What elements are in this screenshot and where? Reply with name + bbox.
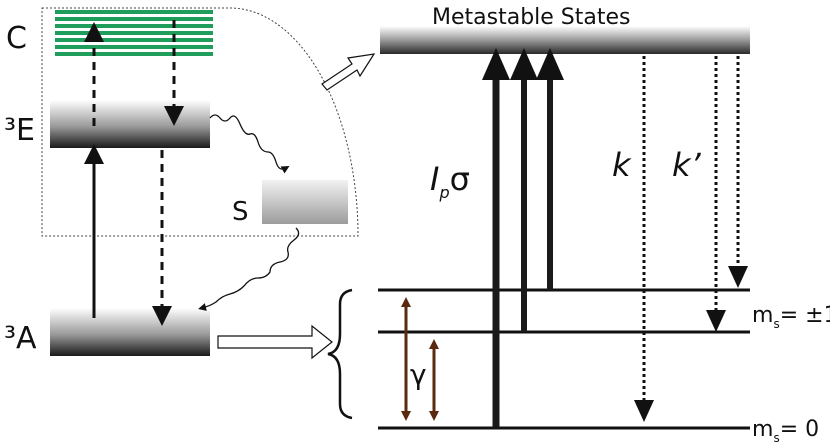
decay-arrow-k-prime-upper bbox=[728, 56, 748, 288]
label-ip-sigma: Ipσ bbox=[430, 160, 470, 202]
wavy-arrow-3e-to-s bbox=[209, 114, 290, 174]
level-c-band bbox=[55, 10, 213, 56]
metastable-states-bar bbox=[380, 26, 750, 54]
curly-brace bbox=[327, 288, 353, 420]
level-3e-bar bbox=[50, 100, 210, 148]
pump-arrow-ms0 bbox=[482, 48, 510, 428]
pump-arrow-ms-pm1-lower bbox=[510, 48, 538, 332]
label-ms-0: ms= 0 bbox=[752, 417, 819, 445]
decay-arrow-k bbox=[634, 56, 654, 422]
decay-arrow-k-prime-lower bbox=[706, 56, 726, 332]
label-3e: ³E bbox=[4, 113, 35, 148]
dotted-enclosure bbox=[41, 7, 359, 237]
pointer-to-metastable bbox=[321, 53, 376, 91]
pointer-to-ground-triplet bbox=[217, 324, 333, 360]
label-c: C bbox=[6, 21, 27, 56]
label-gamma: γ bbox=[410, 358, 427, 391]
level-3a-bar bbox=[50, 308, 210, 356]
level-s-bar bbox=[262, 180, 348, 224]
pump-arrow-ms-pm1-upper bbox=[536, 48, 564, 290]
arrow-c-to-3e-dashed bbox=[164, 20, 184, 126]
label-ms-pm1: ms= ±1 bbox=[752, 303, 830, 331]
arrow-3a-to-3e bbox=[84, 144, 104, 318]
label-s: S bbox=[232, 197, 249, 227]
arrow-3e-to-c-dashed bbox=[84, 22, 104, 126]
metastable-states-label: Metastable States bbox=[432, 5, 631, 30]
label-k-prime: k’ bbox=[672, 146, 702, 184]
wavy-arrow-s-to-3a bbox=[198, 227, 300, 311]
label-k: k bbox=[612, 146, 632, 184]
arrow-3e-to-3a-dashed bbox=[152, 150, 172, 326]
label-3a: ³A bbox=[4, 321, 37, 356]
